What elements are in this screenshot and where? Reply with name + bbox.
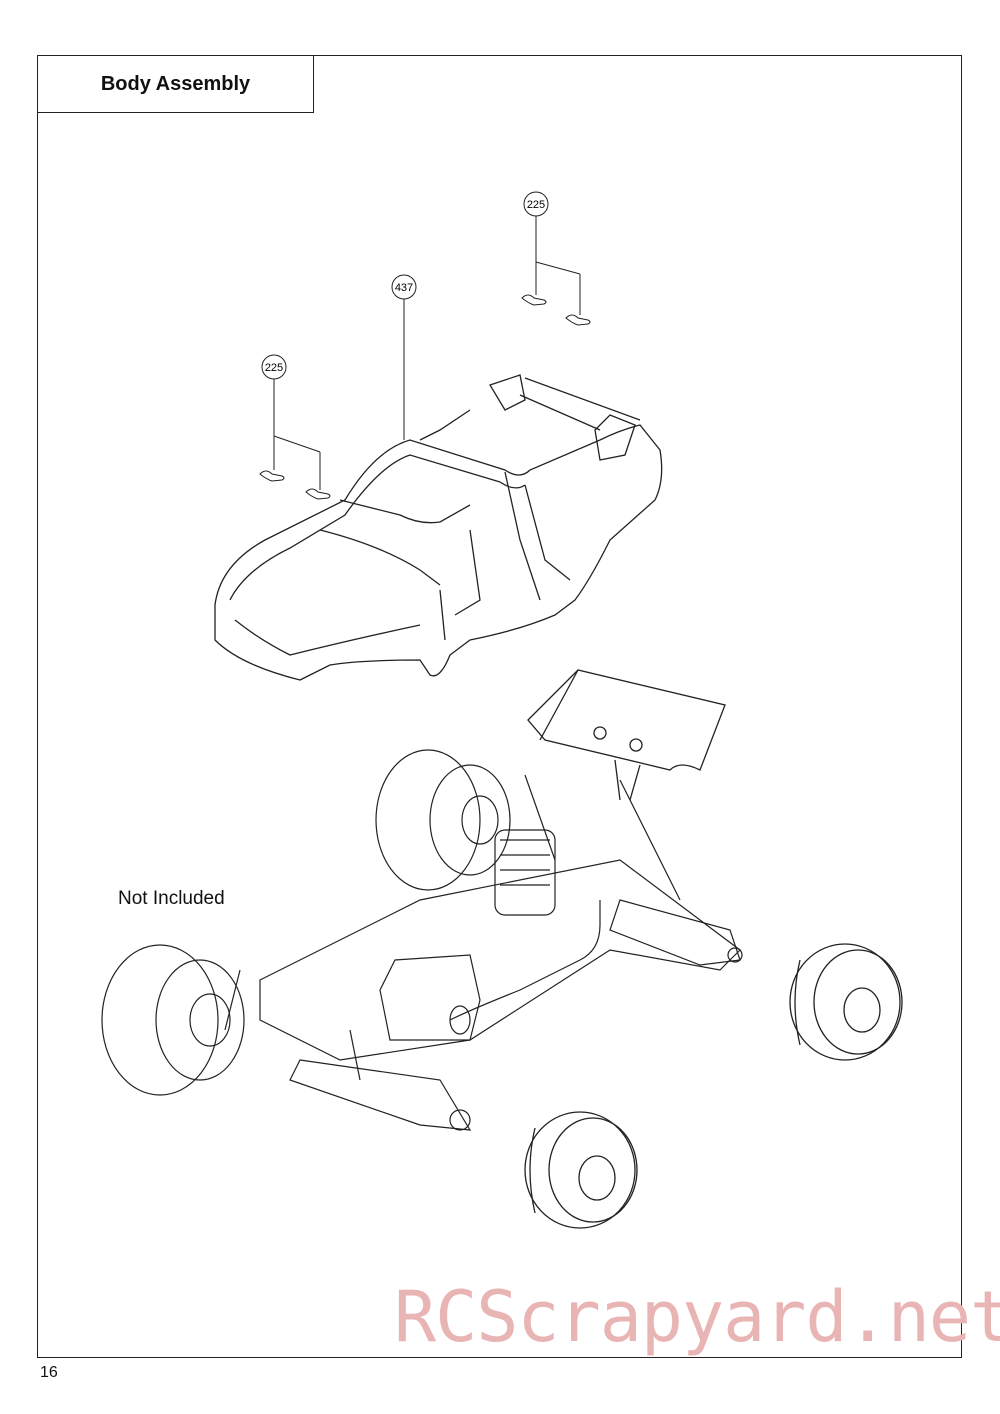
page-frame (37, 55, 962, 1358)
wheel-rim (789, 943, 903, 1061)
body-clip-icon (521, 294, 591, 326)
callout-225-left-label: 225 (265, 362, 283, 374)
section-title: Body Assembly (37, 55, 314, 113)
rear-wing (527, 669, 726, 801)
callout-437: 437 (391, 274, 417, 440)
body-clip-icon (259, 470, 331, 500)
truck-body-shell (214, 374, 663, 681)
callout-225-left: 225 (261, 354, 321, 490)
wheel-rim (524, 1111, 638, 1229)
callout-225-right: 225 (523, 191, 581, 315)
watermark: RCScrapyard.net (394, 1276, 1000, 1358)
callout-437-label: 437 (395, 282, 413, 294)
chassis-not-included (101, 749, 743, 1131)
callout-225-right-label: 225 (527, 199, 545, 211)
not-included-label: Not Included (118, 888, 225, 909)
page-number: 16 (40, 1364, 58, 1381)
